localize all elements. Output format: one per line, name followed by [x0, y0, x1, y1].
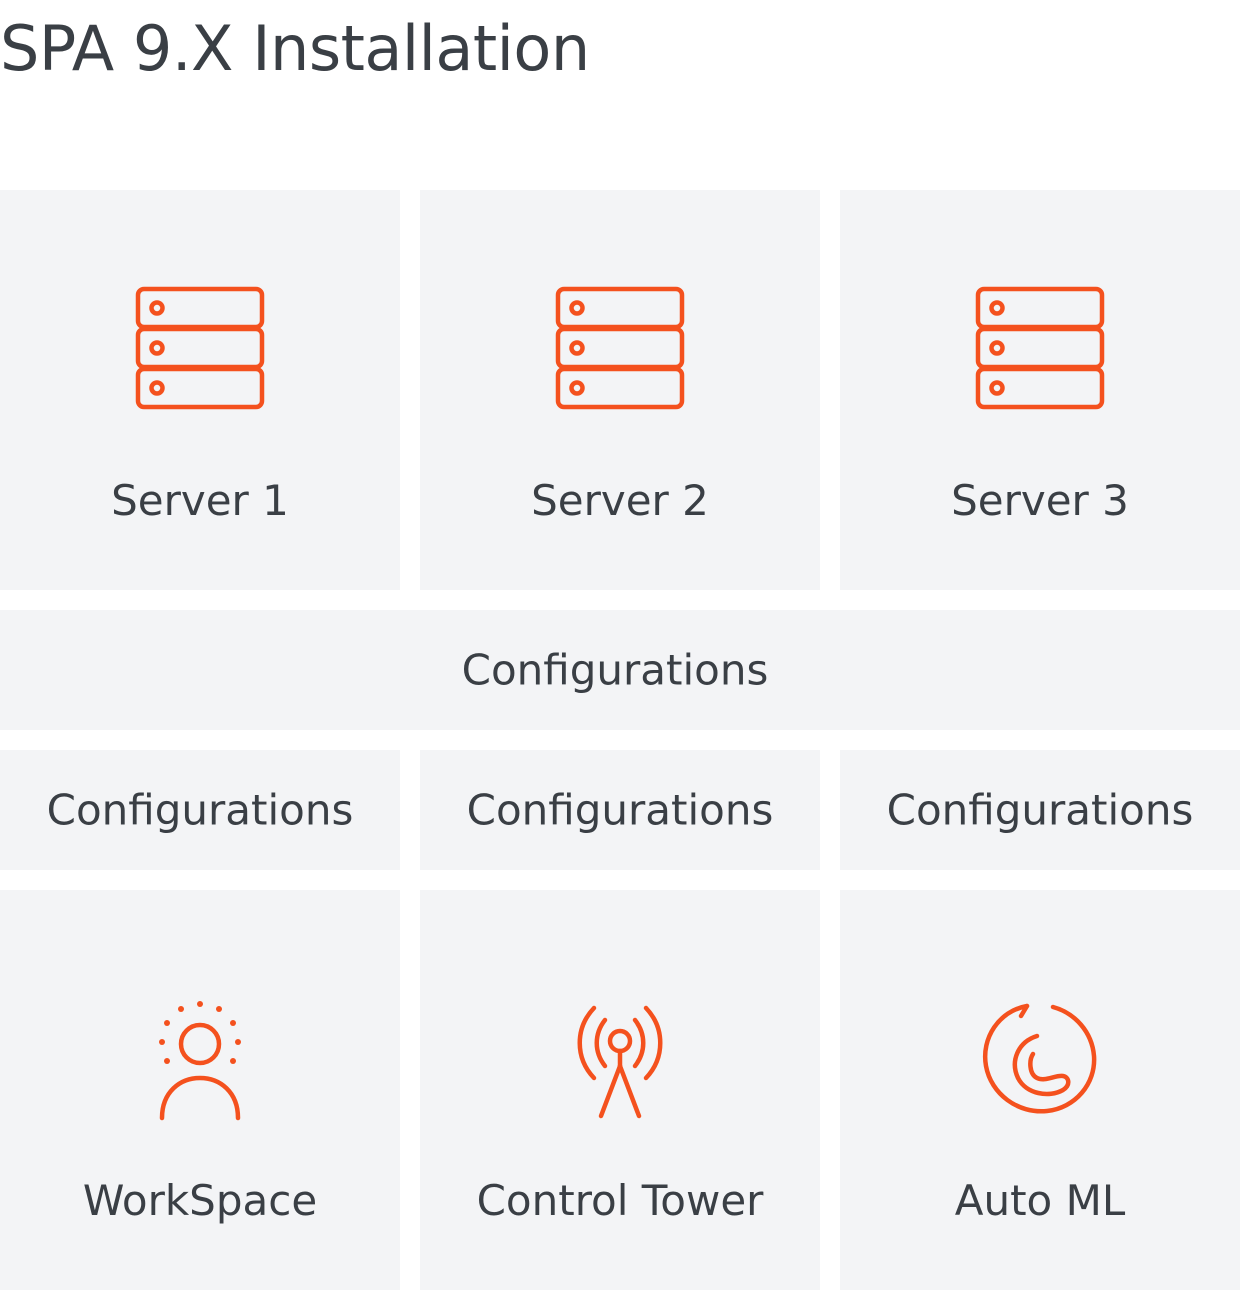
configurations-bar-label: Configurations — [461, 645, 769, 695]
server-icon — [555, 286, 685, 416]
module-tile-control-tower: Control Tower — [420, 890, 820, 1290]
server-label: Server 3 — [951, 476, 1129, 525]
module-label: Auto ML — [954, 1176, 1126, 1225]
module-label: Control Tower — [476, 1176, 764, 1225]
module-tile-auto-ml: Auto ML — [840, 890, 1240, 1290]
antenna-tower-icon — [565, 998, 675, 1122]
configurations-cell-3: Configurations — [840, 750, 1240, 870]
server-tile-1: Server 1 — [0, 190, 400, 590]
workspace-user-icon — [150, 998, 250, 1122]
configurations-cell-label: Configurations — [466, 785, 774, 835]
refresh-power-icon — [975, 998, 1105, 1122]
server-label: Server 2 — [531, 476, 709, 525]
server-label: Server 1 — [111, 476, 289, 525]
server-tile-2: Server 2 — [420, 190, 820, 590]
configurations-cell-1: Configurations — [0, 750, 400, 870]
server-icon — [135, 286, 265, 416]
module-label: WorkSpace — [82, 1176, 318, 1225]
server-tile-3: Server 3 — [840, 190, 1240, 590]
configurations-cell-2: Configurations — [420, 750, 820, 870]
page-title: SPA 9.X Installation — [0, 12, 590, 85]
configurations-bar: Configurations — [0, 610, 1240, 730]
server-icon — [975, 286, 1105, 416]
configurations-cell-label: Configurations — [886, 785, 1194, 835]
module-tile-workspace: WorkSpace — [0, 890, 400, 1290]
configurations-cell-label: Configurations — [46, 785, 354, 835]
